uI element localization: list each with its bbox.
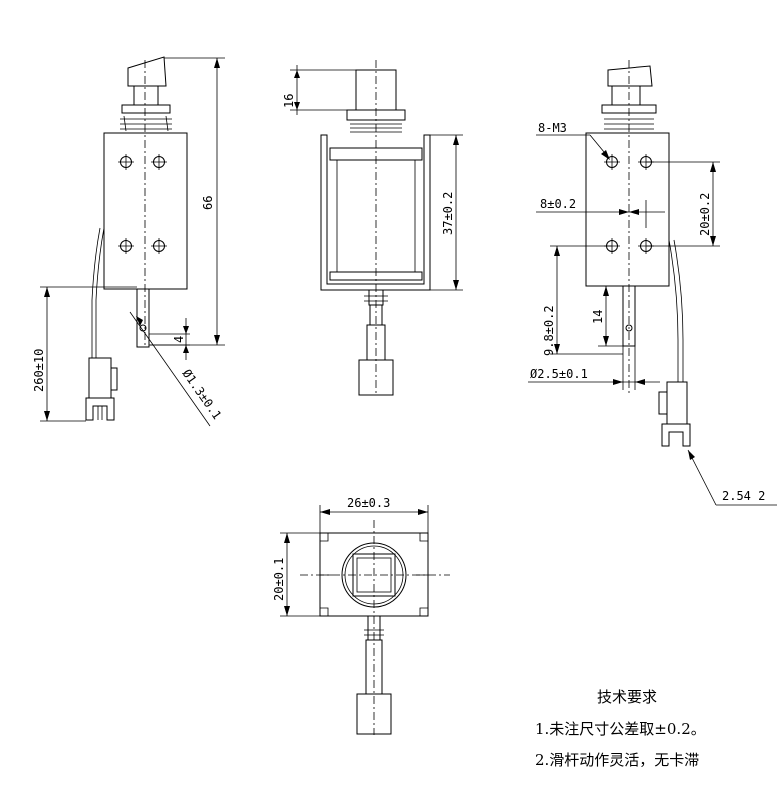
notes-line-2: 2.滑杆动作灵活，无卡滞 (535, 751, 699, 769)
dim-4: 4 (172, 336, 186, 343)
dim-26: 26±0.3 (347, 496, 390, 510)
notes-title: 技术要求 (597, 688, 657, 706)
dim-260: 260±10 (32, 349, 46, 392)
technical-notes: 技术要求 1.未注尺寸公差取±0.2。 2.滑杆动作灵活，无卡滞 (535, 688, 706, 769)
dim-phi25: Ø2.5±0.1 (530, 367, 588, 381)
right-view: 8-M3 8±0.2 20±0.2 9.8±0.2 14 Ø2.5±0.1 (528, 60, 777, 506)
dim-20-bottom: 20±0.1 (272, 558, 286, 601)
label-8-m3: 8-M3 (538, 121, 567, 135)
dim-14: 14 (591, 310, 605, 324)
dim-37: 37±0.2 (441, 192, 455, 235)
dim-66: 66 (201, 196, 215, 210)
dim-8: 8±0.2 (540, 197, 576, 211)
dim-2-54: 2.54 2 (722, 489, 765, 503)
notes-line-1: 1.未注尺寸公差取±0.2。 (535, 720, 706, 738)
dim-16: 16 (282, 94, 296, 108)
bottom-view: 26±0.3 20±0.1 (272, 496, 450, 735)
middle-view: 16 37±0.2 (282, 60, 463, 396)
left-view: 66 260±10 4 Ø1.3±0.1 (32, 56, 225, 427)
dim-20-vertical: 20±0.2 (698, 193, 712, 236)
dim-9-8: 9.8±0.2 (542, 305, 556, 356)
